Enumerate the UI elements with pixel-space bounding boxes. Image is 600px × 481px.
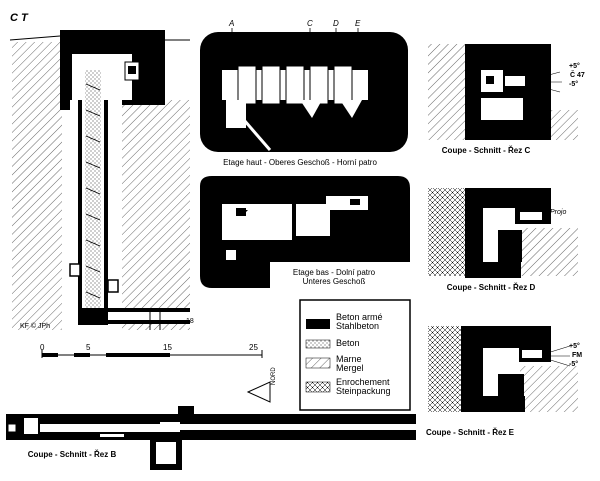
section-c-weapon: Č 47 [570,72,585,79]
legend-rockfill-fr: Enrochement [336,377,390,387]
north-label: NORD [271,367,277,385]
section-d-marker: D [333,19,339,28]
section-c-caption: Coupe - Schnitt - Řez C [441,146,531,155]
legend-reinforced-concrete-de: Stahlbeton [336,321,380,331]
section-e-angle-down: -5° [569,361,579,368]
lower-floor-caption-1: Etage bas - Dolní patro [292,268,376,277]
section-c-angle-up: +5° [569,63,580,70]
legend-marl-fr: Marne [336,354,362,364]
legend [299,299,411,411]
section-e-drawing [428,326,578,412]
angle-label-3: 30° [352,139,363,146]
legend-rockfill-de: Steinpackung [336,386,391,396]
section-b-caption: Coupe - Schnitt - Řez B [27,450,117,459]
section-d-projector: Projo [550,209,567,216]
section-b-drawing [6,406,416,470]
section-marker-lines [231,28,359,40]
scale-tick-25: 25 [249,343,258,352]
section-c-marker: C [307,19,313,28]
section-e-marker: E [355,19,361,28]
lower-floor-plan [200,176,410,288]
section-c-angle-down: -5° [569,81,579,88]
angle-label-2: 30° [306,139,317,146]
upper-floor-caption: Etage haut - Oberes Geschoß - Horní patr… [223,158,377,167]
scale-tick-15: 15 [163,343,172,352]
lower-floor-caption-2: Unteres Geschoß [302,277,366,286]
credit-label: KF © JPh [20,323,51,330]
section-e-weapon: FM [572,352,583,359]
vertical-section-a [9,30,190,330]
section-d-drawing [428,188,578,278]
section-a-marker: A [229,19,235,28]
section-e-caption: Coupe - Schnitt - Řez E [426,428,514,437]
upper-floor-plan [200,32,408,152]
legend-concrete: Beton [336,338,360,348]
scale-tick-0: 0 [40,343,45,352]
legend-reinforced-concrete-fr: Beton armé [336,312,383,322]
section-d-caption: Coupe - Schnitt - Řez D [446,283,536,292]
north-arrow [246,381,271,403]
angle-label-1: 30° [276,134,287,141]
plan-code-label: C T [10,12,28,24]
section-e-angle-up: +5° [569,343,580,350]
legend-marl-de: Mergel [336,363,364,373]
section-c-drawing [428,44,578,140]
depth-label: 18 [186,318,194,325]
scale-bar [41,350,263,358]
scale-tick-5: 5 [86,343,91,352]
